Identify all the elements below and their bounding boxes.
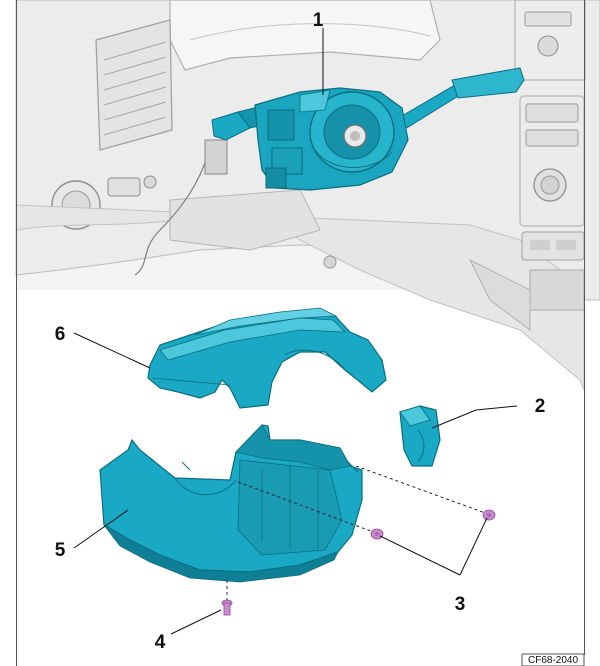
callout-6: 6 bbox=[55, 324, 66, 345]
alignment-lines bbox=[226, 465, 489, 600]
figure-reference-label: CF68-2040 bbox=[528, 655, 578, 666]
upper-trim-panel bbox=[147, 307, 387, 409]
callout-5: 5 bbox=[55, 540, 66, 561]
screw-3a bbox=[370, 528, 384, 540]
callout-2: 2 bbox=[535, 396, 546, 417]
trim-cap bbox=[399, 405, 441, 467]
lower-trim-panel bbox=[99, 424, 363, 583]
screw-4 bbox=[221, 599, 233, 616]
callout-4: 4 bbox=[155, 632, 166, 653]
leader-lines bbox=[73, 28, 518, 635]
figure-reference: CF68-2040 bbox=[521, 653, 585, 666]
steering-column-switch bbox=[211, 67, 525, 191]
callout-3: 3 bbox=[455, 594, 466, 615]
screw-3b bbox=[482, 509, 496, 521]
callout-1: 1 bbox=[313, 10, 324, 31]
